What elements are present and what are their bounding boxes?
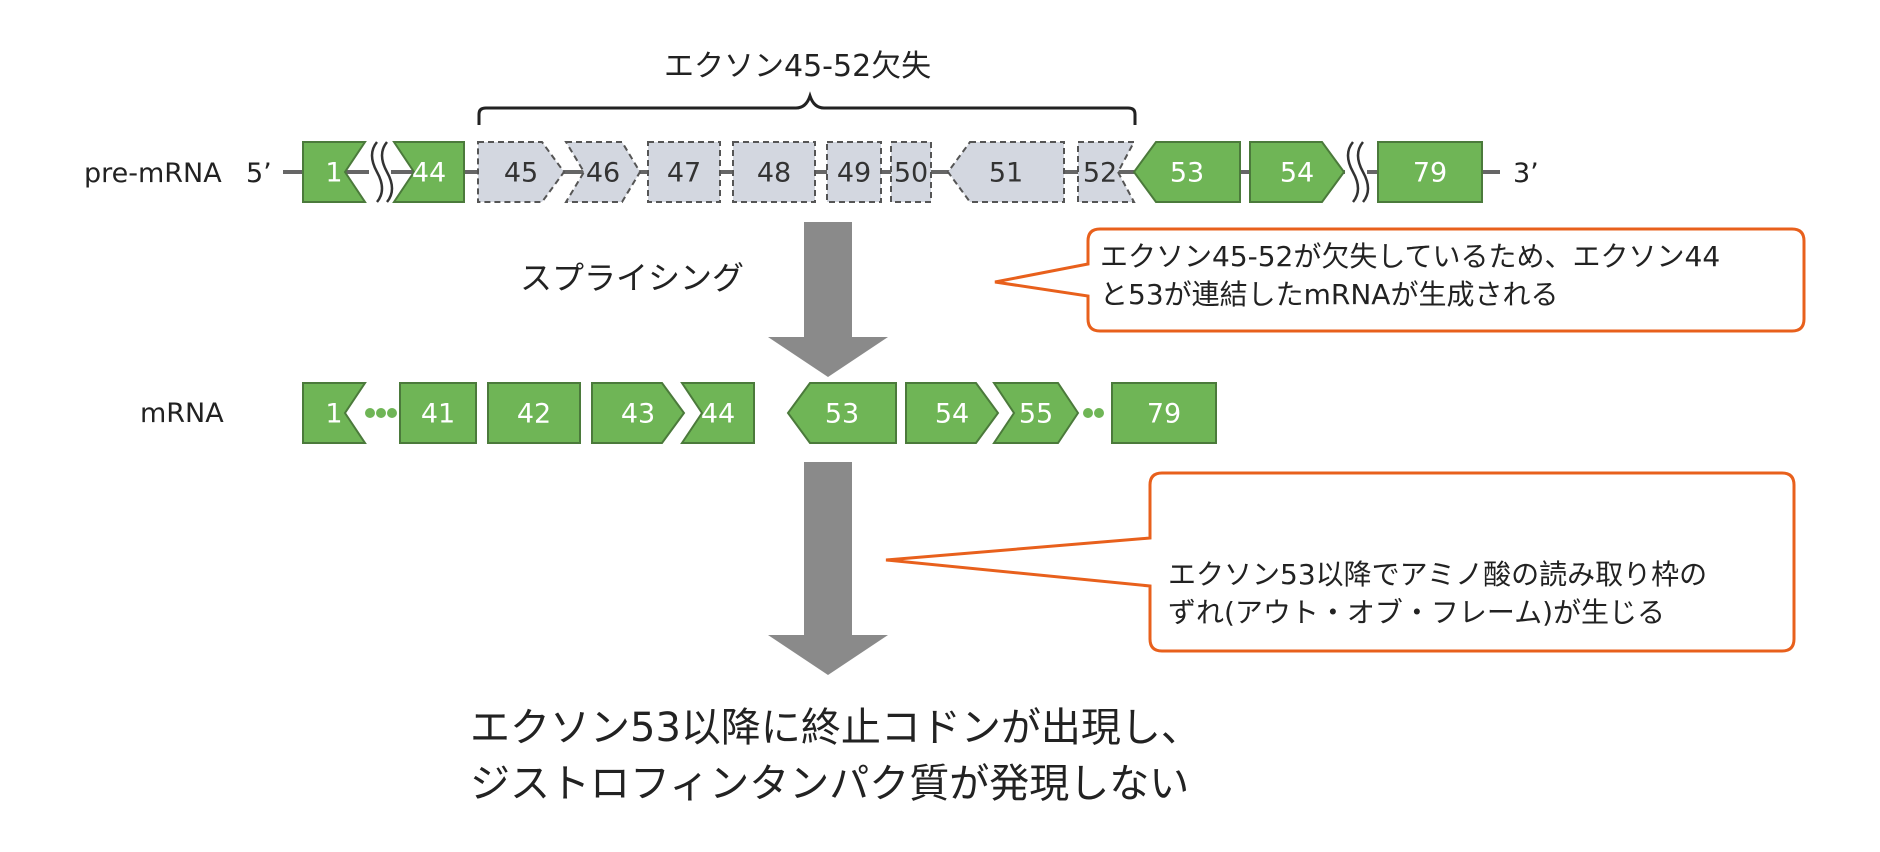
exon-46-label: 46 bbox=[586, 158, 620, 189]
exon-55 bbox=[992, 382, 1080, 444]
exon-44-label: 44 bbox=[701, 399, 735, 430]
callout2-line1: エクソン53以降でアミノ酸の読み取り枠の bbox=[1168, 558, 1708, 591]
exon-50-label: 50 bbox=[894, 158, 928, 189]
exon-43 bbox=[591, 382, 686, 444]
callout1-box bbox=[994, 227, 1806, 333]
mrna-label: mRNA bbox=[140, 398, 224, 429]
exon-52-label: 52 bbox=[1083, 158, 1117, 189]
callout2-line2: ずれ(アウト・オブ・フレーム)が生じる bbox=[1168, 596, 1666, 629]
exon-1-label: 1 bbox=[325, 158, 342, 189]
exon-47-label: 47 bbox=[667, 158, 701, 189]
exon-45-label: 45 bbox=[504, 158, 538, 189]
callout2-box bbox=[885, 471, 1796, 653]
exon-45 bbox=[477, 141, 566, 203]
exon-41 bbox=[399, 382, 477, 444]
exon-46 bbox=[564, 141, 642, 203]
exon-79-label: 79 bbox=[1413, 158, 1447, 189]
callout1-text: エクソン45-52が欠失しているため、エクソン44 と53が連結したmRNAが生… bbox=[1100, 238, 1720, 314]
exon-52 bbox=[1077, 141, 1136, 203]
splicing-label: スプライシング bbox=[520, 259, 745, 297]
exon-44 bbox=[392, 141, 465, 203]
exon-51-label: 51 bbox=[989, 158, 1023, 189]
exon-55-label: 55 bbox=[1019, 399, 1053, 430]
pre-mrna-exon-row: 1 44 45 46 47 48 49 50 51 52 53 54 79 bbox=[302, 141, 1483, 203]
exon-1 bbox=[302, 141, 367, 203]
exon-48-label: 48 bbox=[757, 158, 791, 189]
exon-49 bbox=[826, 141, 882, 203]
conclusion-text: エクソン53以降に終止コドンが出現し、 ジストロフィンタンパク質が発現しない bbox=[470, 700, 1201, 812]
exon-79 bbox=[1377, 141, 1483, 203]
intron-break-2 bbox=[1345, 141, 1370, 203]
exon-53-label: 53 bbox=[1170, 158, 1204, 189]
exon-42-label: 42 bbox=[517, 399, 551, 430]
exon-53 bbox=[786, 382, 897, 444]
exon-1 bbox=[302, 382, 367, 444]
callout2-text: エクソン53以降でアミノ酸の読み取り枠の ずれ(アウト・オブ・フレーム)が生じる bbox=[1168, 556, 1707, 632]
exon-51 bbox=[946, 141, 1065, 203]
exon-79-label: 79 bbox=[1147, 399, 1181, 430]
callout1-line1: エクソン45-52が欠失しているため、エクソン44 bbox=[1100, 240, 1721, 273]
conclusion-line2: ジストロフィンタンパク質が発現しない bbox=[470, 761, 1190, 807]
exon-41-label: 41 bbox=[421, 399, 455, 430]
pre-mrna-label: pre-mRNA bbox=[84, 158, 222, 189]
exon-54-label: 54 bbox=[1280, 158, 1314, 189]
exon-43-label: 43 bbox=[621, 399, 655, 430]
exon-48 bbox=[732, 141, 816, 203]
mrna-exon-row: 1 41 42 43 44 53 54 55 79 bbox=[302, 382, 1217, 444]
exon-79 bbox=[1111, 382, 1217, 444]
deletion-title: エクソン45-52欠失 bbox=[664, 49, 932, 84]
three-prime-label: 3’ bbox=[1513, 158, 1539, 189]
five-prime-label: 5’ bbox=[246, 158, 272, 189]
conclusion-line1: エクソン53以降に終止コドンが出現し、 bbox=[470, 705, 1201, 751]
exon-44 bbox=[680, 382, 755, 444]
splicing-arrow bbox=[768, 222, 888, 377]
callout1-line2: と53が連結したmRNAが生成される bbox=[1100, 278, 1559, 311]
exon-1-label: 1 bbox=[325, 399, 342, 430]
exon-53 bbox=[1132, 141, 1241, 203]
mrna-dots-after-1 bbox=[365, 408, 397, 418]
exon-50 bbox=[890, 141, 932, 203]
exon-49-label: 49 bbox=[837, 158, 871, 189]
mrna-dots-before-79 bbox=[1083, 408, 1104, 418]
exon-47 bbox=[647, 141, 721, 203]
exon-54-label: 54 bbox=[935, 399, 969, 430]
consequence-arrow bbox=[768, 462, 888, 675]
intron-break-1 bbox=[369, 141, 394, 203]
exon-54 bbox=[905, 382, 1000, 444]
exon-44-label: 44 bbox=[412, 158, 446, 189]
exon-42 bbox=[487, 382, 581, 444]
exon-54 bbox=[1249, 141, 1346, 203]
deletion-brace bbox=[477, 91, 1137, 125]
exon-53-label: 53 bbox=[825, 399, 859, 430]
